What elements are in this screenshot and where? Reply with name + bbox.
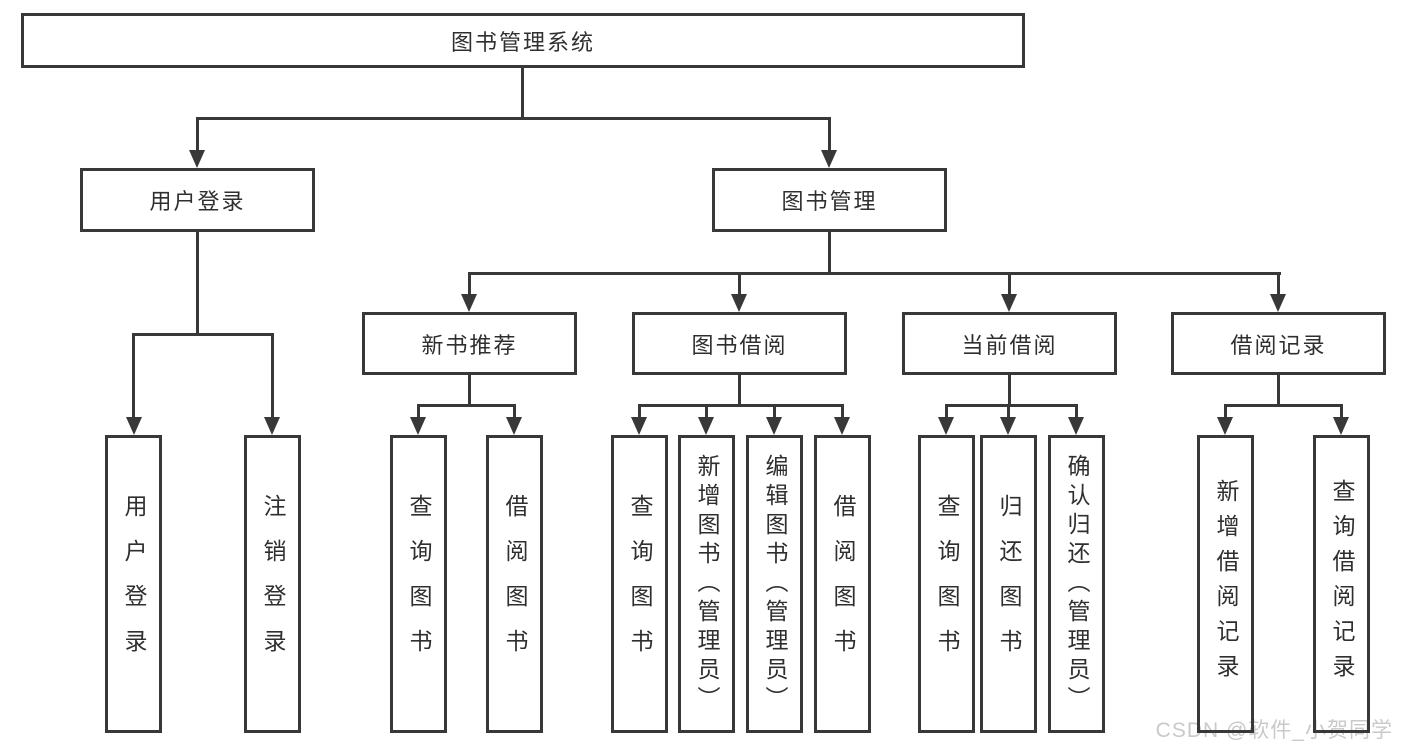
arrow-down-icon bbox=[1001, 294, 1017, 312]
node-current-borrow: 当前借阅 bbox=[902, 312, 1117, 375]
leaf-add-book-admin: 新增图书（管理员） bbox=[678, 435, 735, 733]
watermark: CSDN @软件_小贺同学 bbox=[1155, 719, 1393, 742]
arrow-down-icon bbox=[766, 417, 782, 435]
connector-line bbox=[1224, 404, 1227, 420]
leaf-query-book-3: 查询图书 bbox=[918, 435, 975, 733]
connector-line bbox=[945, 404, 948, 420]
connector-line bbox=[196, 117, 199, 153]
leaf-user-login: 用户登录 bbox=[105, 435, 162, 733]
connector-line bbox=[521, 68, 524, 118]
connector-line bbox=[773, 404, 776, 420]
connector-line bbox=[841, 404, 844, 420]
connector-line bbox=[468, 272, 1281, 275]
connector-line bbox=[1277, 375, 1280, 407]
leaf-query-borrow-record-label: 查询借阅记录 bbox=[1329, 479, 1355, 689]
node-book-mgmt: 图书管理 bbox=[712, 168, 947, 232]
node-book-borrow: 图书借阅 bbox=[632, 312, 847, 375]
leaf-confirm-return-admin-label: 确认归还（管理员） bbox=[1064, 453, 1090, 715]
leaf-borrow-book-1-label: 借阅图书 bbox=[502, 494, 528, 674]
node-new-book-recommend: 新书推荐 bbox=[362, 312, 577, 375]
node-user-login-label: 用户登录 bbox=[149, 189, 246, 214]
connector-line bbox=[1340, 404, 1343, 420]
connector-line bbox=[1008, 272, 1011, 297]
connector-line bbox=[196, 232, 199, 336]
leaf-return-book-label: 归还图书 bbox=[996, 494, 1022, 674]
connector-line bbox=[1075, 404, 1078, 420]
arrow-down-icon bbox=[938, 417, 954, 435]
arrow-down-icon bbox=[1217, 417, 1233, 435]
connector-line bbox=[417, 404, 516, 407]
leaf-query-book-2-label: 查询图书 bbox=[627, 494, 653, 674]
leaf-logout: 注销登录 bbox=[244, 435, 301, 733]
node-user-login: 用户登录 bbox=[80, 168, 315, 232]
leaf-query-book-1: 查询图书 bbox=[390, 435, 447, 733]
arrow-down-icon bbox=[506, 417, 522, 435]
arrow-down-icon bbox=[189, 150, 205, 168]
connector-line bbox=[738, 272, 741, 297]
connector-line bbox=[738, 375, 741, 407]
leaf-query-borrow-record: 查询借阅记录 bbox=[1313, 435, 1370, 733]
node-root-label: 图书管理系统 bbox=[450, 29, 595, 55]
connector-line bbox=[1277, 272, 1280, 297]
arrow-down-icon bbox=[834, 417, 850, 435]
node-new-book-recommend-label: 新书推荐 bbox=[421, 332, 518, 358]
arrow-down-icon bbox=[1270, 294, 1286, 312]
connector-line bbox=[945, 404, 1078, 407]
leaf-logout-label: 注销登录 bbox=[260, 494, 286, 674]
arrow-down-icon bbox=[1333, 417, 1349, 435]
connector-line bbox=[468, 272, 471, 297]
node-borrow-records: 借阅记录 bbox=[1171, 312, 1386, 375]
arrow-down-icon bbox=[264, 417, 280, 435]
connector-line bbox=[133, 333, 274, 336]
connector-line bbox=[417, 404, 420, 420]
connector-line bbox=[828, 232, 831, 274]
leaf-query-book-2: 查询图书 bbox=[611, 435, 668, 733]
node-book-borrow-label: 图书借阅 bbox=[691, 332, 788, 358]
arrow-down-icon bbox=[461, 294, 477, 312]
leaf-confirm-return-admin: 确认归还（管理员） bbox=[1048, 435, 1105, 733]
arrow-down-icon bbox=[1068, 417, 1084, 435]
arrow-down-icon bbox=[698, 417, 714, 435]
arrow-down-icon bbox=[631, 417, 647, 435]
leaf-borrow-book-2-label: 借阅图书 bbox=[830, 494, 856, 674]
connector-line bbox=[196, 117, 831, 120]
arrow-down-icon bbox=[821, 150, 837, 168]
connector-line bbox=[271, 333, 274, 421]
connector-line bbox=[132, 333, 135, 421]
connector-line bbox=[513, 404, 516, 420]
node-borrow-records-label: 借阅记录 bbox=[1230, 332, 1327, 358]
leaf-query-book-1-label: 查询图书 bbox=[406, 494, 432, 674]
node-root: 图书管理系统 bbox=[21, 13, 1025, 68]
leaf-add-borrow-record-label: 新增借阅记录 bbox=[1213, 479, 1239, 689]
arrow-down-icon bbox=[1000, 417, 1016, 435]
connector-line bbox=[468, 375, 471, 407]
connector-line bbox=[705, 404, 708, 420]
leaf-user-login-label: 用户登录 bbox=[121, 494, 147, 674]
connector-line bbox=[638, 404, 641, 420]
node-book-mgmt-label: 图书管理 bbox=[781, 189, 878, 214]
arrow-down-icon bbox=[410, 417, 426, 435]
arrow-down-icon bbox=[731, 294, 747, 312]
connector-line bbox=[1224, 404, 1343, 407]
node-current-borrow-label: 当前借阅 bbox=[961, 332, 1058, 358]
leaf-edit-book-admin: 编辑图书（管理员） bbox=[746, 435, 803, 733]
leaf-add-book-admin-label: 新增图书（管理员） bbox=[694, 453, 720, 715]
connector-line bbox=[828, 117, 831, 153]
arrow-down-icon bbox=[126, 417, 142, 435]
leaf-return-book: 归还图书 bbox=[980, 435, 1037, 733]
leaf-add-borrow-record: 新增借阅记录 bbox=[1197, 435, 1254, 733]
connector-line bbox=[638, 404, 844, 407]
leaf-edit-book-admin-label: 编辑图书（管理员） bbox=[762, 453, 788, 715]
connector-line bbox=[1008, 375, 1011, 407]
connector-line bbox=[1007, 404, 1010, 420]
leaf-borrow-book-2: 借阅图书 bbox=[814, 435, 871, 733]
leaf-query-book-3-label: 查询图书 bbox=[934, 494, 960, 674]
leaf-borrow-book-1: 借阅图书 bbox=[486, 435, 543, 733]
